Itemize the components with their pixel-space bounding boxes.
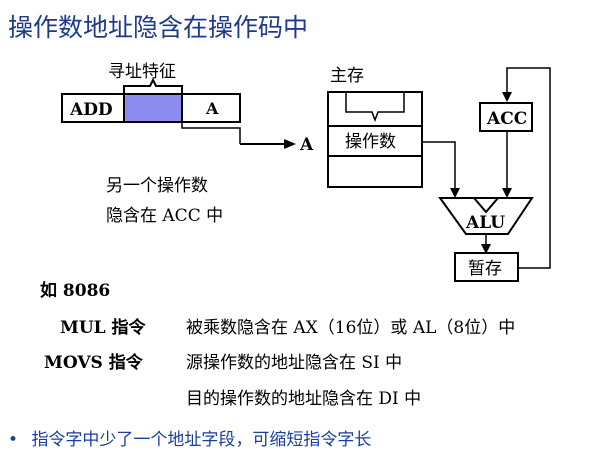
mul-instruction-name: MUL 指令 [60,318,146,338]
acc-text: ACC [486,109,527,129]
memory-brace [345,93,405,123]
feedback-arrowhead [502,92,512,102]
example-intro: 如 8086 [40,281,111,301]
page-title: 操作数地址隐含在操作码中 [8,13,309,42]
operand-cell-text: 操作数 [345,132,396,152]
memory-label: 主存 [330,66,364,86]
movs-instruction-name: MOVS 指令 [44,353,143,373]
alu-shape [438,197,534,235]
note-line-1: 另一个操作数 [106,176,208,196]
mul-instruction-desc: 被乘数隐含在 AX（16位）或 AL（8位）中 [186,318,516,338]
acc-to-alu-arrowhead [502,188,512,198]
feedback-loop [506,67,551,269]
address-field [181,93,241,123]
feature-brace [123,77,183,93]
temp-register [454,252,519,282]
addressing-feature-field [123,93,183,123]
bullet-text: 指令字中少了一个地址字段，可缩短指令字长 [31,430,372,450]
acc-register [479,102,533,132]
alu-notch [471,197,501,214]
addressing-feature-label: 寻址特征 [108,62,176,82]
temp-text: 暂存 [468,259,502,279]
note-line-2: 隐含在 ACC 中 [106,206,224,226]
movs-instruction-desc-2: 目的操作数的地址隐含在 DI 中 [186,389,422,409]
movs-instruction-desc-1: 源操作数的地址隐含在 SI 中 [186,353,403,373]
arrow-label: A [299,135,314,155]
memory-to-alu-arrowhead [450,188,460,198]
bullet-marker: • [8,430,19,450]
bullet-point: • 指令字中少了一个地址字段，可缩短指令字长 [8,425,371,450]
address-field-text: A [205,99,219,118]
operand-cell [327,125,423,157]
address-arrowhead [284,139,296,149]
instruction-word: ADD A [61,93,241,123]
opcode-field [61,93,125,123]
alu-to-temp-arrowhead [481,244,491,254]
alu-text: ALU [465,213,505,233]
opcode-text: ADD [69,100,113,120]
memory-to-alu-line [422,141,456,190]
address-bracket [181,122,241,144]
